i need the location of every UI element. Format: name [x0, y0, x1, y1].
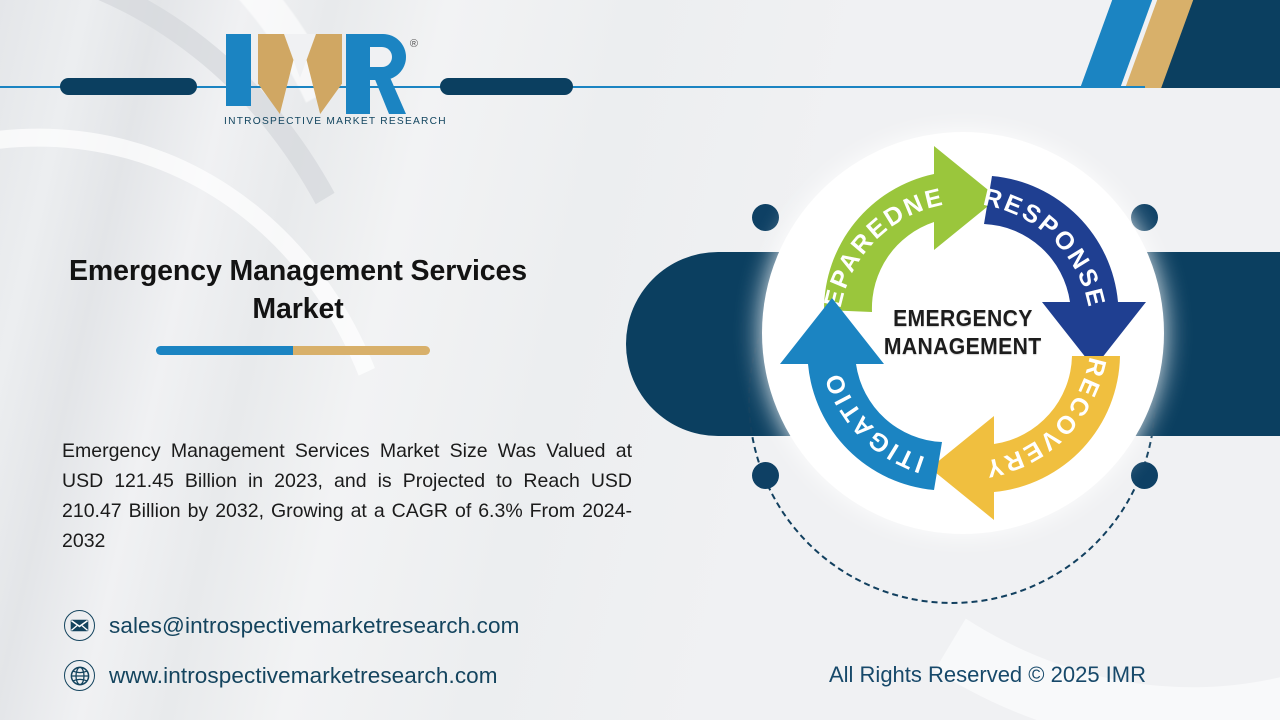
ring-dot-top-left — [752, 204, 779, 231]
title-divider — [156, 346, 430, 355]
logo-letter-m — [258, 34, 342, 114]
logo-letter-r-counter — [370, 47, 392, 67]
ring-dot-bottom-left — [752, 462, 779, 489]
contact-website-text: www.introspectivemarketresearch.com — [109, 662, 498, 688]
cycle-segment-recovery: RECOVERY — [930, 355, 1120, 520]
logo-letter-i — [226, 34, 251, 106]
corner-ribbon-group — [1020, 0, 1280, 88]
logo-tagline: INTROSPECTIVE MARKET RESEARCH — [224, 116, 447, 127]
cycle-segment-response: RESPONSE — [981, 176, 1146, 368]
ring-dot-top-right — [1131, 204, 1158, 231]
ring-dot-bottom-right — [1131, 462, 1158, 489]
page-title: Emergency Management Services Market — [68, 255, 528, 326]
logo-letter-r: ® — [346, 34, 418, 114]
copyright-notice: All Rights Reserved © 2025 IMR — [828, 662, 1146, 687]
emergency-management-cycle-diagram: PREPAREDNESS RESPONSE RECOVERY — [762, 132, 1164, 534]
contact-email[interactable]: sales@introspectivemarketresearch.com — [64, 610, 519, 641]
header-rule-bar-left — [60, 78, 197, 95]
envelope-icon — [64, 610, 95, 641]
cycle-segment-preparedness: PREPAREDNESS — [762, 132, 998, 312]
title-divider-blue — [156, 346, 293, 355]
title-divider-gold — [293, 346, 430, 355]
logo-mark: ® — [222, 26, 418, 114]
contact-email-text: sales@introspectivemarketresearch.com — [109, 612, 520, 638]
market-summary-text: Emergency Management Services Market Siz… — [62, 440, 632, 553]
imr-logo: ® INTROSPECTIVE MARKET RESEARCH — [222, 26, 447, 138]
logo-letter-r-leg — [372, 72, 406, 114]
header-rule-bar-right — [440, 78, 573, 95]
contact-website[interactable]: www.introspectivemarketresearch.com — [64, 660, 498, 691]
registered-trademark-icon: ® — [409, 38, 418, 50]
globe-icon — [64, 660, 95, 691]
